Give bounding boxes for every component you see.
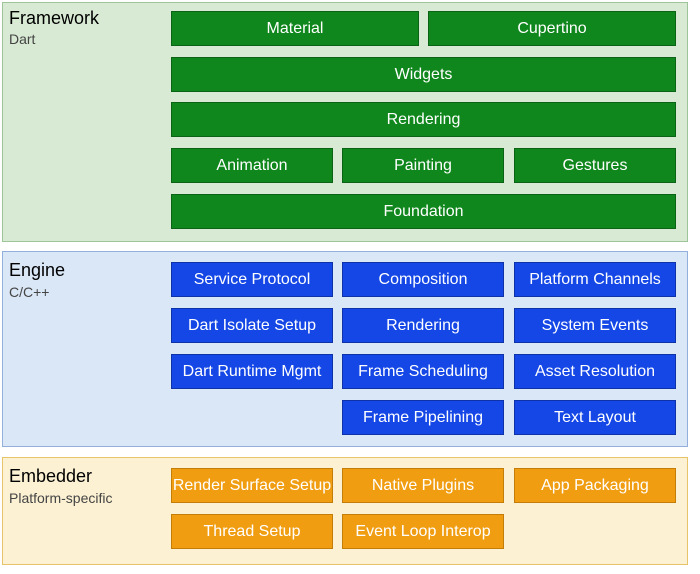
box-event-loop-interop: Event Loop Interop bbox=[342, 514, 504, 549]
framework-subtitle: Dart bbox=[9, 31, 36, 47]
box-frame-pipelining: Frame Pipelining bbox=[342, 400, 504, 435]
embedder-subtitle: Platform-specific bbox=[9, 490, 113, 506]
box-foundation: Foundation bbox=[171, 194, 676, 229]
engine-title: Engine bbox=[9, 260, 66, 280]
box-composition: Composition bbox=[342, 262, 504, 297]
box-animation: Animation bbox=[171, 148, 333, 183]
box-rendering-framework: Rendering bbox=[171, 102, 676, 137]
box-app-packaging: App Packaging bbox=[514, 468, 676, 503]
box-service-protocol: Service Protocol bbox=[171, 262, 333, 297]
box-text-layout: Text Layout bbox=[514, 400, 676, 435]
embedder-title: Embedder bbox=[9, 466, 93, 486]
box-painting: Painting bbox=[342, 148, 504, 183]
box-frame-scheduling: Frame Scheduling bbox=[342, 354, 504, 389]
box-cupertino: Cupertino bbox=[428, 11, 676, 46]
box-native-plugins: Native Plugins bbox=[342, 468, 504, 503]
box-platform-channels: Platform Channels bbox=[514, 262, 676, 297]
box-system-events: System Events bbox=[514, 308, 676, 343]
box-material: Material bbox=[171, 11, 419, 46]
box-gestures: Gestures bbox=[514, 148, 676, 183]
engine-subtitle: C/C++ bbox=[9, 284, 50, 300]
box-widgets: Widgets bbox=[171, 57, 676, 92]
box-thread-setup: Thread Setup bbox=[171, 514, 333, 549]
box-rendering-engine: Rendering bbox=[342, 308, 504, 343]
box-asset-resolution: Asset Resolution bbox=[514, 354, 676, 389]
framework-title: Framework bbox=[9, 8, 100, 28]
box-dart-isolate-setup: Dart Isolate Setup bbox=[171, 308, 333, 343]
box-render-surface-setup: Render Surface Setup bbox=[171, 468, 333, 503]
box-dart-runtime-mgmt: Dart Runtime Mgmt bbox=[171, 354, 333, 389]
